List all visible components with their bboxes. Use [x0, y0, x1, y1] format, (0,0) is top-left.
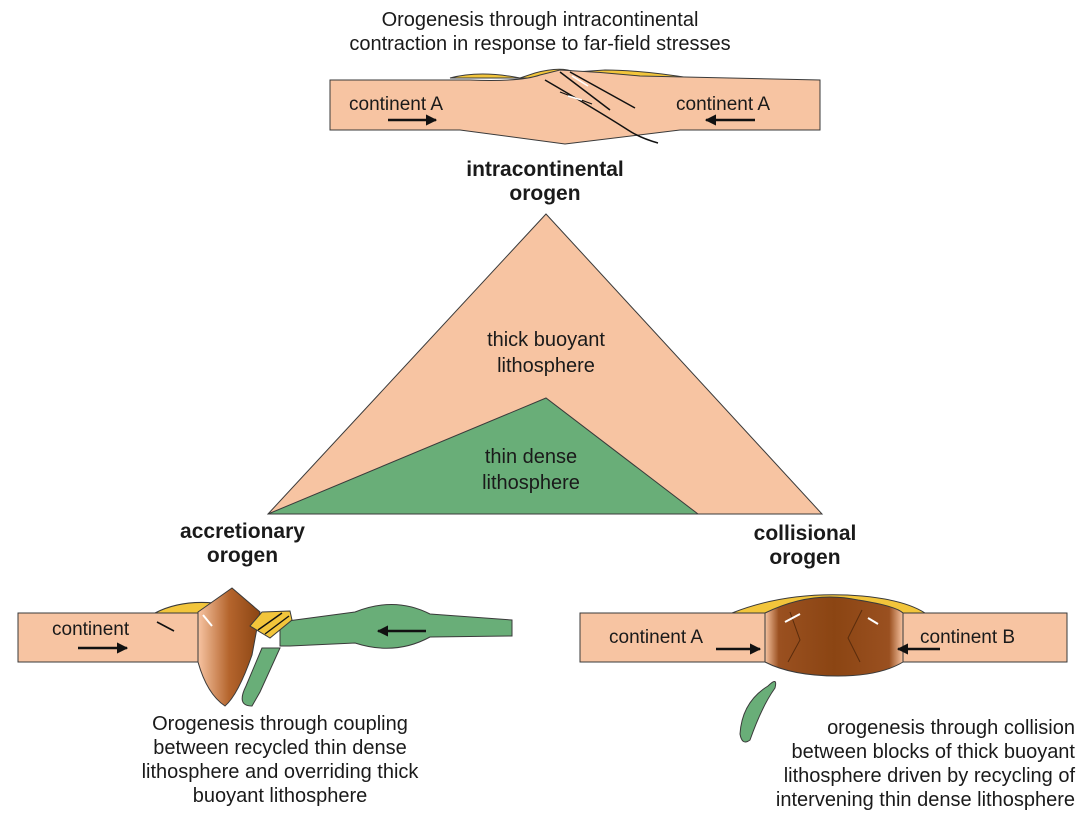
collisional-orogen-core — [764, 596, 904, 677]
accretionary-fault-arrow — [156, 621, 175, 632]
collisional-slab-tail — [739, 681, 777, 743]
accretionary-caption-line-1: Orogenesis through coupling — [152, 713, 408, 735]
accretionary-title-line-1: accretionary — [180, 520, 305, 543]
accretionary-title-line-2: orogen — [206, 544, 279, 567]
accretionary-continent-label: continent — [52, 619, 130, 640]
collisional-label-right: continent B — [920, 627, 1015, 648]
collisional-caption: orogenesis through collision between blo… — [725, 716, 1075, 812]
intracontinental-slab — [329, 69, 821, 145]
intracontinental-shear-arrow-1 — [571, 75, 589, 87]
collisional-caption-line-4: intervening thin dense lithosphere — [775, 789, 1075, 811]
orogen-triangle: thick buoyant lithosphere thin dense lit… — [266, 213, 824, 515]
collisional-caption-line-1: orogenesis through collision — [827, 717, 1075, 739]
collisional-caption-line-2: between blocks of thick buoyant — [791, 741, 1075, 763]
intracontinental-caption-line-2: contraction in response to far-field str… — [349, 33, 731, 55]
accretionary-title: accretionary orogen — [150, 520, 335, 568]
intracontinental-fault-2 — [569, 71, 636, 109]
accretionary-section: continent — [17, 587, 513, 707]
accretionary-wedge-fault-1 — [257, 612, 283, 631]
accretionary-shear-arrow — [202, 614, 213, 627]
accretionary-slab-tail — [241, 647, 281, 707]
accretionary-caption-line-2: between recycled thin dense — [153, 737, 407, 759]
intracontinental-caption-line-1: Orogenesis through intracontinental — [381, 9, 699, 31]
triangle-upper-label-1: thick buoyant — [487, 329, 605, 351]
accretionary-caption-line-4: buoyant lithosphere — [192, 785, 368, 807]
intracontinental-title: intracontinental orogen — [430, 158, 660, 206]
intracontinental-section: continent A continent A — [329, 68, 821, 145]
collisional-caption-line-3: lithosphere driven by recycling of — [783, 765, 1075, 787]
triangle-lower-label-2: lithosphere — [482, 472, 580, 494]
intracontinental-label-right: continent A — [676, 94, 770, 115]
intracontinental-title-line-2: orogen — [509, 182, 581, 205]
collisional-suture-left — [787, 611, 801, 663]
intracontinental-caption: Orogenesis through intracontinental cont… — [330, 8, 750, 56]
collisional-title: collisional orogen — [725, 522, 885, 570]
collisional-shear-arrow-left — [784, 613, 801, 623]
triangle-upper-label-2: lithosphere — [497, 355, 595, 377]
collisional-title-line-2: orogen — [769, 546, 841, 569]
intracontinental-fault-1 — [559, 71, 611, 111]
triangle-lower-label-1: thin dense — [485, 446, 577, 468]
collisional-suture-right — [847, 609, 863, 663]
accretionary-caption-line-3: lithosphere and overriding thick — [141, 761, 419, 783]
collisional-shear-arrow-right — [867, 617, 879, 625]
intracontinental-label-left: continent A — [349, 94, 443, 115]
accretionary-wedge — [249, 610, 293, 639]
accretionary-wedge-fault-2 — [264, 615, 290, 635]
collisional-section: continent A continent B — [579, 594, 1068, 743]
thin-lithosphere-field — [267, 397, 700, 515]
intracontinental-shear-arrow-2 — [567, 95, 583, 101]
accretionary-orogen-core — [197, 587, 261, 707]
intracontinental-title-line-1: intracontinental — [466, 158, 624, 181]
collisional-label-left: continent A — [609, 627, 703, 648]
collisional-title-line-1: collisional — [753, 522, 857, 545]
accretionary-oceanic-plate — [279, 603, 513, 649]
accretionary-caption: Orogenesis through coupling between recy… — [120, 712, 440, 808]
